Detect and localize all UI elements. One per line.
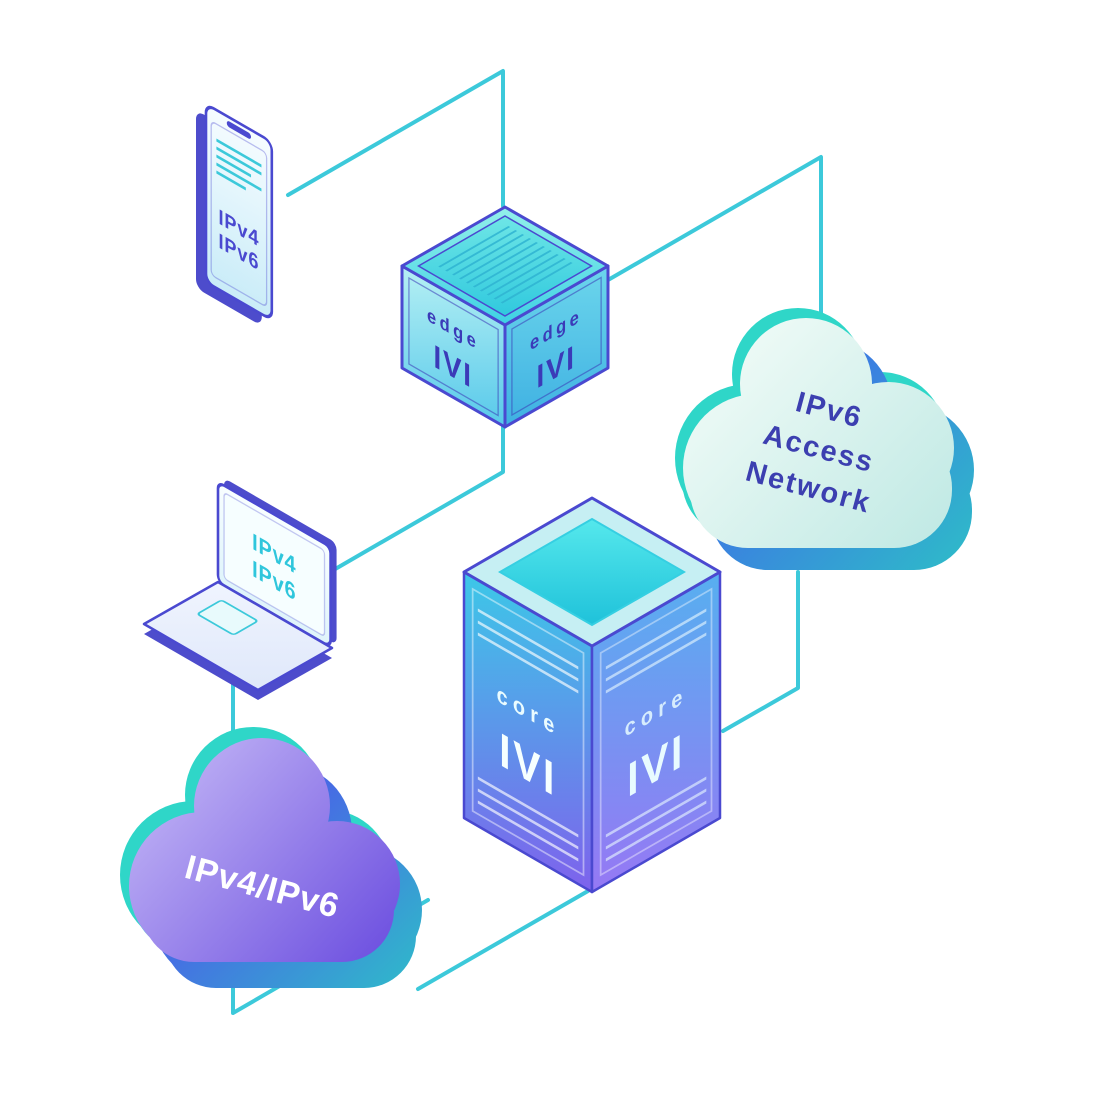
laptop-node: IPv4 IPv6: [142, 480, 337, 700]
edge-cube-right-border: [511, 276, 602, 417]
core-left-stripes-bottom: [477, 776, 579, 862]
edge-cube-top-vents: [438, 225, 573, 304]
core-left-border: [471, 587, 585, 877]
phone-screen: [210, 122, 268, 306]
ipv4-ipv6-cloud: IPv4/IPv6: [120, 727, 422, 988]
edge-router-cube: edge IVI edge IVI: [400, 205, 610, 429]
transit-cloud-body: [129, 738, 400, 962]
core-top-inner: [497, 517, 687, 627]
smartphone-node: IPv4 IPv6: [196, 105, 274, 323]
access-cloud-body: [683, 318, 954, 548]
laptop-trackpad: [197, 600, 258, 635]
connector-phone-to-edge: [286, 69, 505, 208]
laptop-screen-inner: [223, 493, 326, 636]
phone-notch: [226, 121, 252, 139]
edge-cube-top-inner: [417, 215, 593, 317]
core-right-stripes-top: [605, 608, 707, 694]
connector-core-to-transit-cloud: [416, 889, 590, 991]
core-right-stripes-bottom: [605, 776, 707, 862]
edge-cube-left-border: [408, 276, 499, 417]
core-left-stripes-top: [477, 608, 579, 694]
core-router-box: core IVI core IVI: [462, 496, 722, 894]
core-right-border: [599, 587, 713, 877]
connector-edge-to-laptop: [316, 422, 505, 581]
laptop-base: [142, 580, 334, 692]
connector-access-cloud-to-core: [721, 570, 800, 733]
ipv6-access-cloud: IPv6 Access Network: [675, 308, 974, 570]
phone-screen-lines: [216, 138, 262, 192]
